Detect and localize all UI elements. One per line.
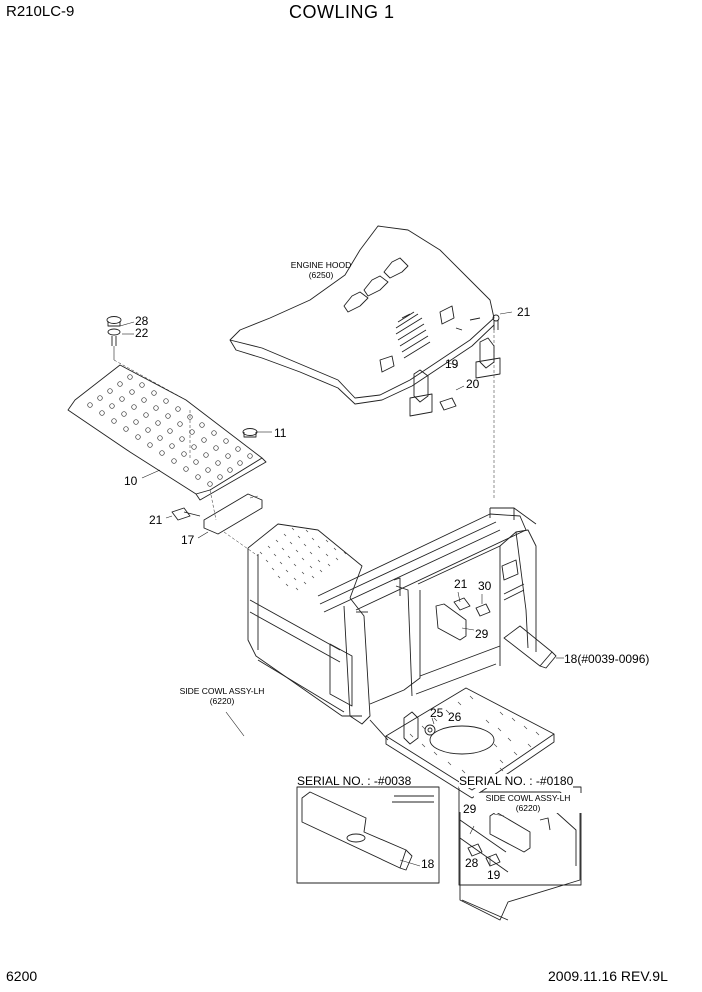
frame-bracket-drawing [436, 598, 490, 640]
callout-21-hood: 21 [517, 305, 531, 319]
engine-hood-note: ENGINE HOOD (6250) [283, 260, 359, 280]
model-name: R210LC-9 [6, 3, 75, 20]
serial-label-left: SERIAL NO. : -#0038 [297, 774, 412, 788]
page-title: COWLING 1 [289, 2, 395, 22]
side-cowl-ref: (6220) [209, 696, 235, 706]
callout-26: 26 [448, 710, 462, 724]
side-cowl-inset-label: SIDE COWL ASSY-LH [485, 793, 571, 803]
engine-hood-label: ENGINE HOOD [290, 260, 352, 270]
callout-10: 10 [124, 474, 138, 488]
hood-latch-drawing [410, 315, 500, 416]
page-number: 6200 [6, 968, 38, 984]
callout-29-inset: 29 [463, 802, 477, 816]
top-cover-plate-drawing [68, 365, 266, 500]
callout-28-inset: 28 [465, 856, 479, 870]
callout-22: 22 [135, 326, 149, 340]
revision-date: 2009.11.16 REV.9L [548, 968, 668, 984]
callout-18-serial: 18(#0039-0096) [564, 652, 650, 666]
callout-19-hood: 19 [445, 357, 459, 371]
callout-17: 17 [181, 533, 195, 547]
callout-18-inset: 18 [421, 857, 435, 871]
callout-20: 20 [466, 377, 480, 391]
floor-plate-pattern [410, 696, 539, 781]
serial-inset-left [297, 787, 439, 883]
callout-29-frame: 29 [475, 627, 489, 641]
phantom-lines [114, 330, 494, 556]
callout-11: 11 [274, 426, 287, 440]
callout-30: 30 [478, 579, 492, 593]
side-cowl-note: SIDE COWL ASSY-LH (6220) [168, 686, 276, 706]
bracket-drawing [172, 494, 262, 534]
floor-plate-drawing [386, 688, 554, 798]
side-panel-drawing [504, 626, 556, 668]
callout-28: 28 [135, 314, 149, 328]
engine-hood-ref: (6250) [308, 270, 334, 280]
side-cowl-frame-drawing [248, 508, 536, 740]
callout-19-inset: 19 [487, 868, 501, 882]
side-cowl-perforation [260, 528, 346, 590]
side-cowl-inset-note: SIDE COWL ASSY-LH (6220) [474, 793, 582, 813]
callout-21-left: 21 [149, 513, 163, 527]
engine-hood-drawing [230, 226, 494, 404]
callout-21-frame: 21 [454, 577, 468, 591]
serial-label-right: SERIAL NO. : -#0180 [459, 774, 574, 788]
side-cowl-label: SIDE COWL ASSY-LH [179, 686, 265, 696]
plate-holes [88, 375, 253, 487]
callout-25: 25 [430, 706, 444, 720]
hinge-drawing [404, 712, 435, 744]
side-cowl-inset-ref: (6220) [515, 803, 541, 813]
